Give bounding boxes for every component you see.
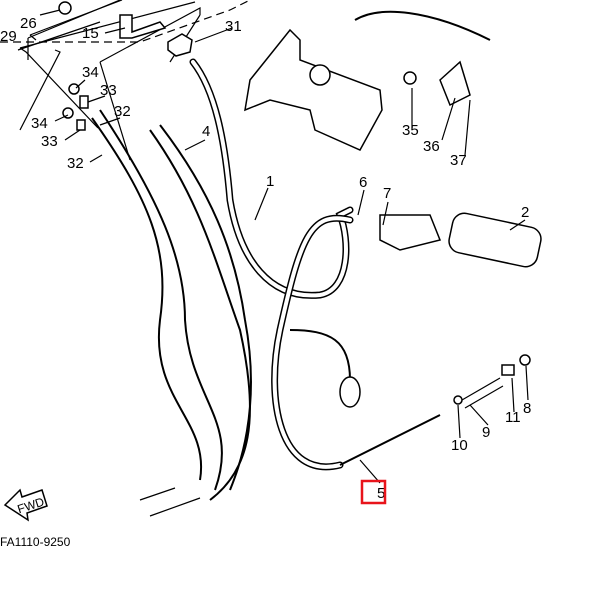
bracket-part-36: [439, 60, 471, 107]
boot-part: [339, 376, 361, 408]
callout-9: 9: [482, 424, 490, 441]
cable-part-32: [91, 117, 203, 481]
cable-part-5-end: [339, 414, 441, 466]
part-10: [453, 395, 463, 405]
callout-33: 33: [41, 133, 58, 150]
nut-part: [58, 1, 72, 15]
rod-part: [461, 377, 504, 409]
dashed-guide: [0, 0, 251, 43]
callout-34: 34: [82, 64, 99, 81]
callout-7: 7: [383, 185, 391, 202]
drawing-code: FA1110-9250: [0, 535, 71, 549]
callout-31: 31: [225, 18, 242, 35]
frame-line: [29, 0, 123, 41]
part-11: [501, 364, 515, 376]
housing-hole: [309, 64, 331, 86]
callout-15: 15: [82, 25, 99, 42]
callout-26: 26: [20, 15, 37, 32]
part-8: [519, 354, 531, 366]
cable-end: [139, 487, 201, 517]
callout-35: 35: [402, 122, 419, 139]
callout-37: 37: [450, 152, 467, 169]
holder-part-31: [167, 33, 193, 57]
leader-lines: [39, 9, 529, 484]
callout-6: 6: [359, 174, 367, 191]
callout-11: 11: [505, 409, 521, 426]
callout-32: 32: [114, 103, 131, 120]
lever-part-15: [119, 14, 167, 39]
cable-part-4: [159, 124, 252, 491]
adjuster-part: [79, 95, 89, 109]
lever-bracket: [379, 214, 442, 251]
nut-part-35: [403, 71, 417, 85]
frame-line: [19, 1, 196, 129]
callout-33: 33: [100, 82, 117, 99]
callout-34: 34: [31, 115, 48, 132]
callout-4: 4: [202, 123, 210, 140]
callout-5: 5: [377, 485, 385, 502]
callout-8: 8: [523, 400, 531, 417]
forward-arrow: FWD: [3, 488, 48, 522]
callout-2: 2: [521, 204, 529, 221]
callout-32: 32: [67, 155, 84, 172]
housing-part: [244, 28, 383, 151]
cable-top: [354, 10, 491, 41]
tube-part: [289, 329, 351, 381]
callout-29: 29: [0, 28, 17, 45]
callout-36: 36: [423, 138, 440, 155]
callout-1: 1: [266, 173, 274, 190]
grip-part-2: [448, 212, 542, 268]
cable-part-32: [99, 109, 223, 491]
highlight-box: [360, 479, 387, 505]
adjuster-part: [76, 119, 86, 131]
callout-10: 10: [451, 437, 468, 454]
washer-part: [68, 83, 80, 95]
